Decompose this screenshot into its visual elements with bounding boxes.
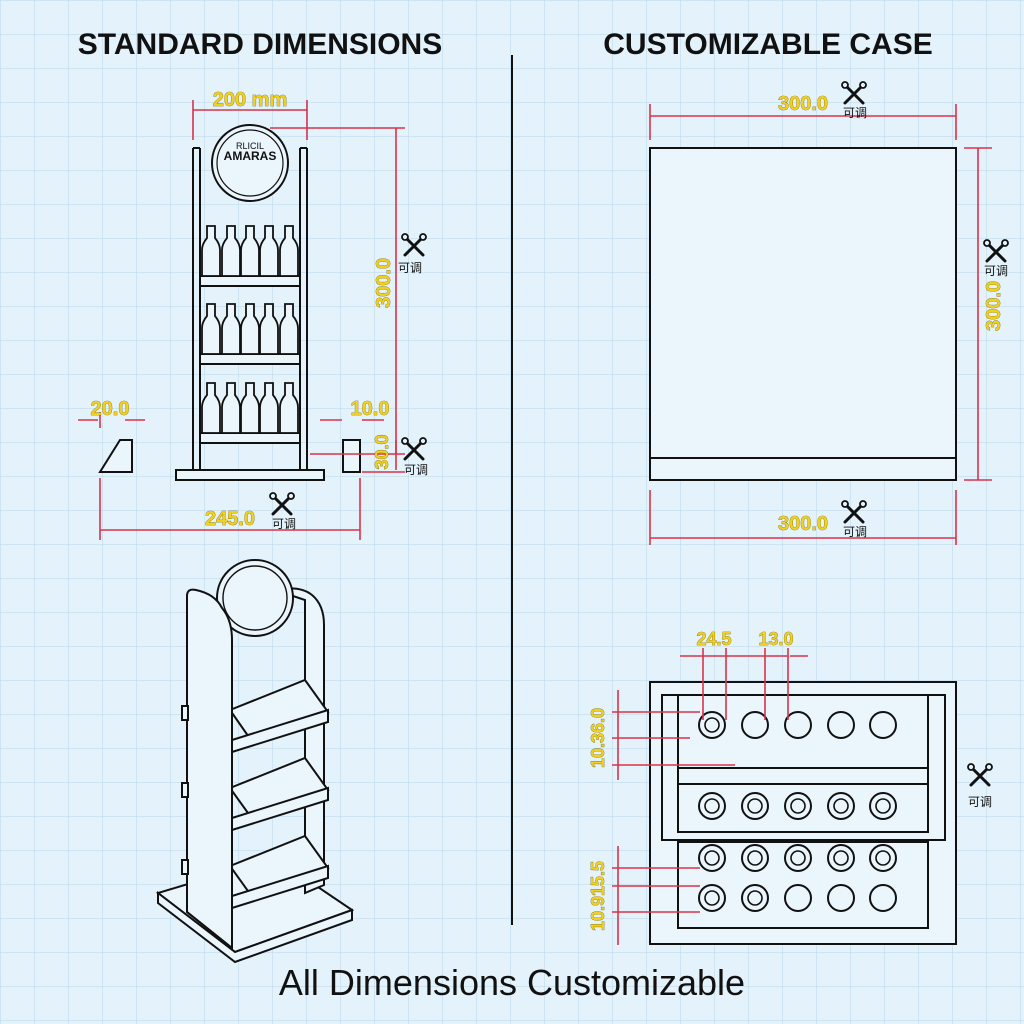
adjustable-label: 可调	[984, 264, 1008, 278]
hole-spacing-a-label: 24.5	[696, 629, 731, 649]
vertical-bottom-label: 10.915.5	[588, 861, 608, 931]
side-panel	[186, 588, 233, 951]
hole-spacing-b-label: 13.0	[758, 629, 793, 649]
shelf	[199, 432, 301, 444]
custom-case-interior-view	[649, 681, 957, 945]
logo-badge	[211, 124, 289, 202]
standard-width-label: 200 mm	[213, 89, 288, 111]
standard-height-label: 300.0	[373, 258, 395, 308]
standard-dimensions-title: STANDARD DIMENSIONS	[78, 28, 442, 61]
custom-case-front-view	[649, 147, 957, 481]
base-height-label: 30.0	[372, 434, 392, 469]
adjustable-label: 可调	[404, 463, 428, 477]
display-stand-front-view: RLICIL AMARAS	[175, 124, 325, 481]
foot-right-label: 10.0	[351, 398, 390, 420]
side-foot-right	[342, 439, 361, 473]
side-foot-left	[98, 439, 133, 473]
overall-width-label: 245.0	[205, 508, 255, 530]
footer-caption: All Dimensions Customizable	[279, 962, 745, 1003]
custom-bottom-width-label: 300.0	[778, 513, 828, 535]
shelf	[199, 275, 301, 287]
interior-dimension-lines	[612, 648, 808, 945]
display-stand-3d-view	[155, 559, 355, 964]
standard-dimension-lines	[78, 100, 405, 540]
adjustable-label: 可调	[398, 261, 422, 275]
adjustable-label: 可调	[843, 106, 867, 120]
logo-brand-text: AMARAS	[224, 149, 277, 163]
vertical-top-label: 10.36.0	[588, 708, 608, 768]
customizable-case-title: CUSTOMIZABLE CASE	[603, 28, 932, 61]
adjustable-label: 可调	[272, 517, 296, 531]
sign-ring	[216, 559, 294, 637]
custom-top-width-label: 300.0	[778, 93, 828, 115]
custom-height-label: 300.0	[983, 281, 1005, 331]
foot-left-label: 20.0	[91, 398, 130, 420]
shelf	[199, 353, 301, 365]
logo-small-text: RLICIL	[236, 141, 264, 151]
adjustable-label: 可调	[968, 795, 992, 809]
custom-dimension-lines	[649, 104, 992, 545]
adjustable-label: 可调	[843, 525, 867, 539]
